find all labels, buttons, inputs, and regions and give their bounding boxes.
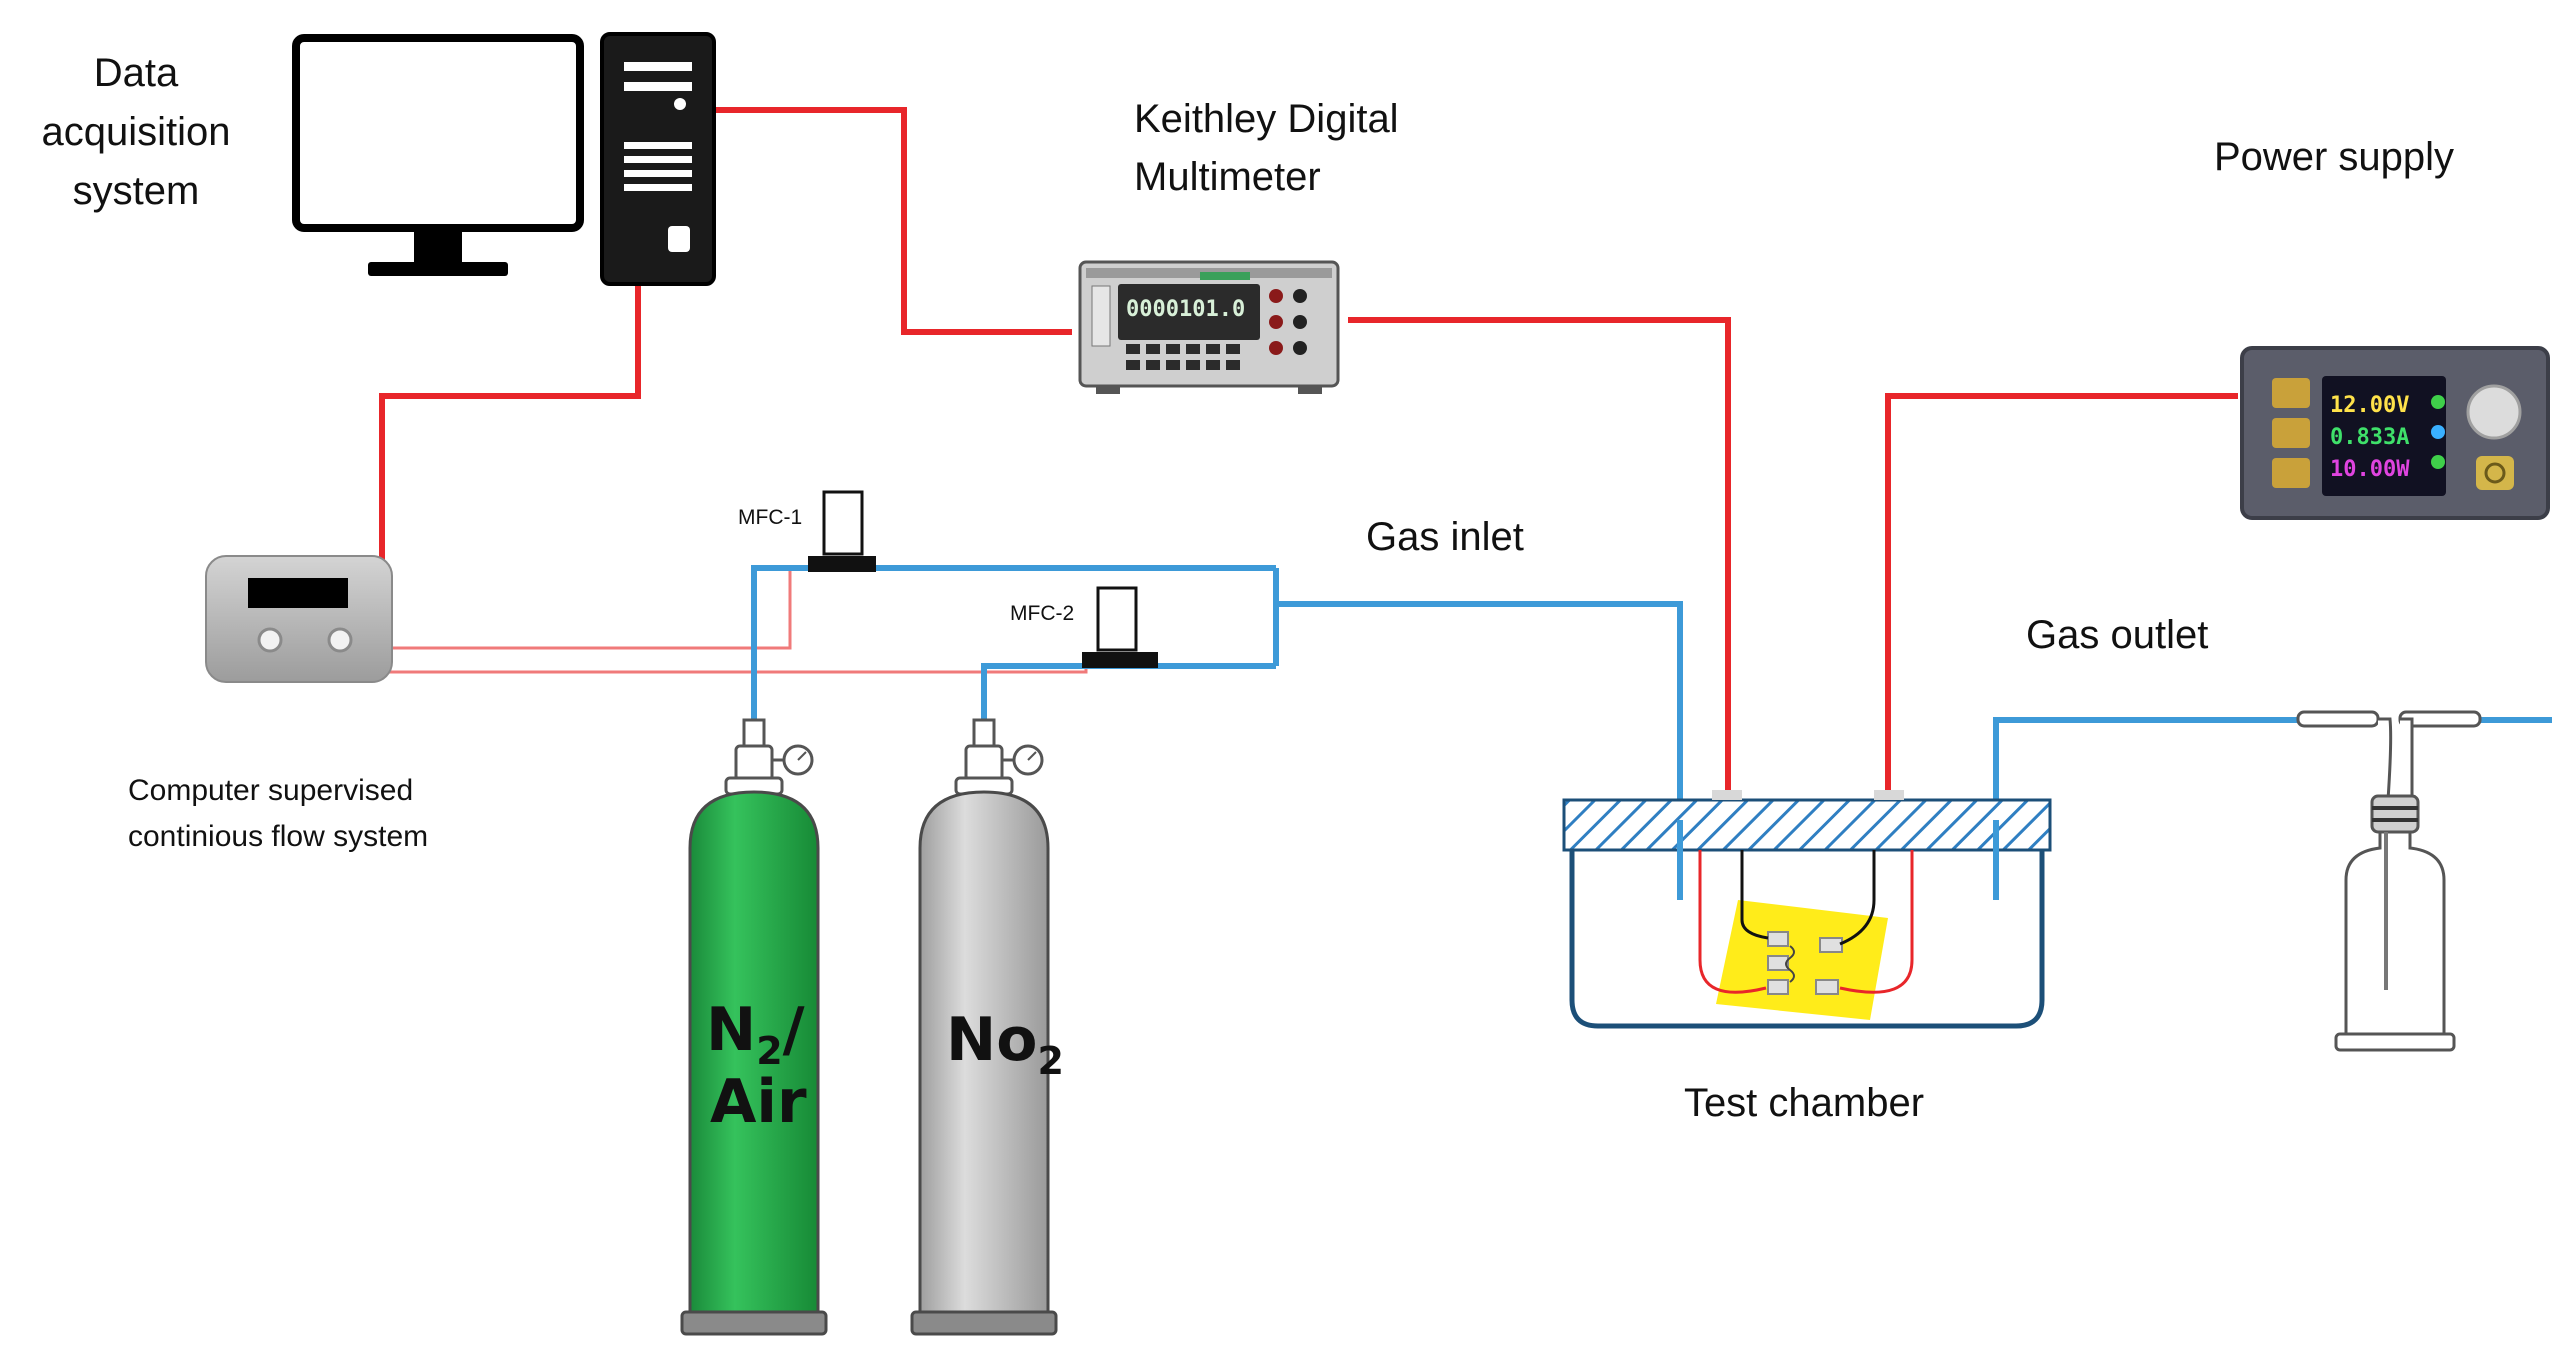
ps-power-readout: 10.00W (2330, 457, 2410, 482)
multimeter-label-line1: Keithley Digital (1134, 97, 1399, 141)
chamber-lid (1562, 798, 2052, 852)
wire-power-supply-to-chamber (1885, 393, 2238, 790)
gas-line-cylinder2 (981, 663, 1276, 730)
daq-label-line3: system (73, 169, 200, 213)
ps-current-readout: 0.833A (2330, 425, 2409, 450)
cylinder-n2-label-line2: Air (710, 1067, 807, 1137)
test-chamber-label: Test chamber (1684, 1081, 1924, 1125)
mfc-1-label: MFC-1 (738, 506, 802, 529)
flow-system-label-line2: continious flow system (128, 820, 428, 853)
power-supply-label: Power supply (2214, 135, 2454, 179)
cylinder-no2-label: No2 (946, 1005, 1064, 1083)
computer-tower (600, 32, 716, 286)
wire-pc-to-multimeter (714, 107, 1072, 335)
test-chamber (1562, 790, 2052, 1029)
mfc-2 (1082, 586, 1158, 668)
mfc-2-label: MFC-2 (1010, 602, 1074, 625)
ps-voltage-readout: 12.00V (2330, 393, 2409, 418)
multimeter-label-line2: Multimeter (1134, 155, 1321, 199)
daq-label-line1: Data (94, 51, 179, 95)
monitor (292, 34, 584, 276)
mfc-1 (808, 490, 876, 572)
multimeter-readout: 0000101.0 (1126, 297, 1245, 322)
gas-outlet-label: Gas outlet (2026, 613, 2208, 657)
gas-line-cylinder1 (751, 565, 1276, 730)
wire-multimeter-to-chamber (1348, 317, 1731, 790)
flow-system-label-line1: Computer supervised (128, 774, 413, 807)
cylinder-no2: No2 (910, 718, 1064, 1336)
control-wire-mfc2 (338, 640, 1088, 674)
signal-wires (379, 107, 2238, 790)
flow-controller (205, 555, 393, 683)
daq-label-line2: acquisition (41, 110, 230, 154)
power-supply: 12.00V 0.833A 10.00W (2240, 346, 2550, 520)
gas-inlet-label: Gas inlet (1366, 515, 1524, 559)
wire-pc-to-flow-controller (379, 282, 641, 560)
bubbler-bottle (2296, 710, 2482, 1052)
keithley-multimeter: 0000101.0 (1078, 260, 1340, 394)
cylinder-n2-label-line1: N2/ (706, 995, 805, 1073)
sensor-electrodes (1767, 931, 1843, 995)
cylinder-n2-air: N2/ Air (680, 718, 828, 1336)
